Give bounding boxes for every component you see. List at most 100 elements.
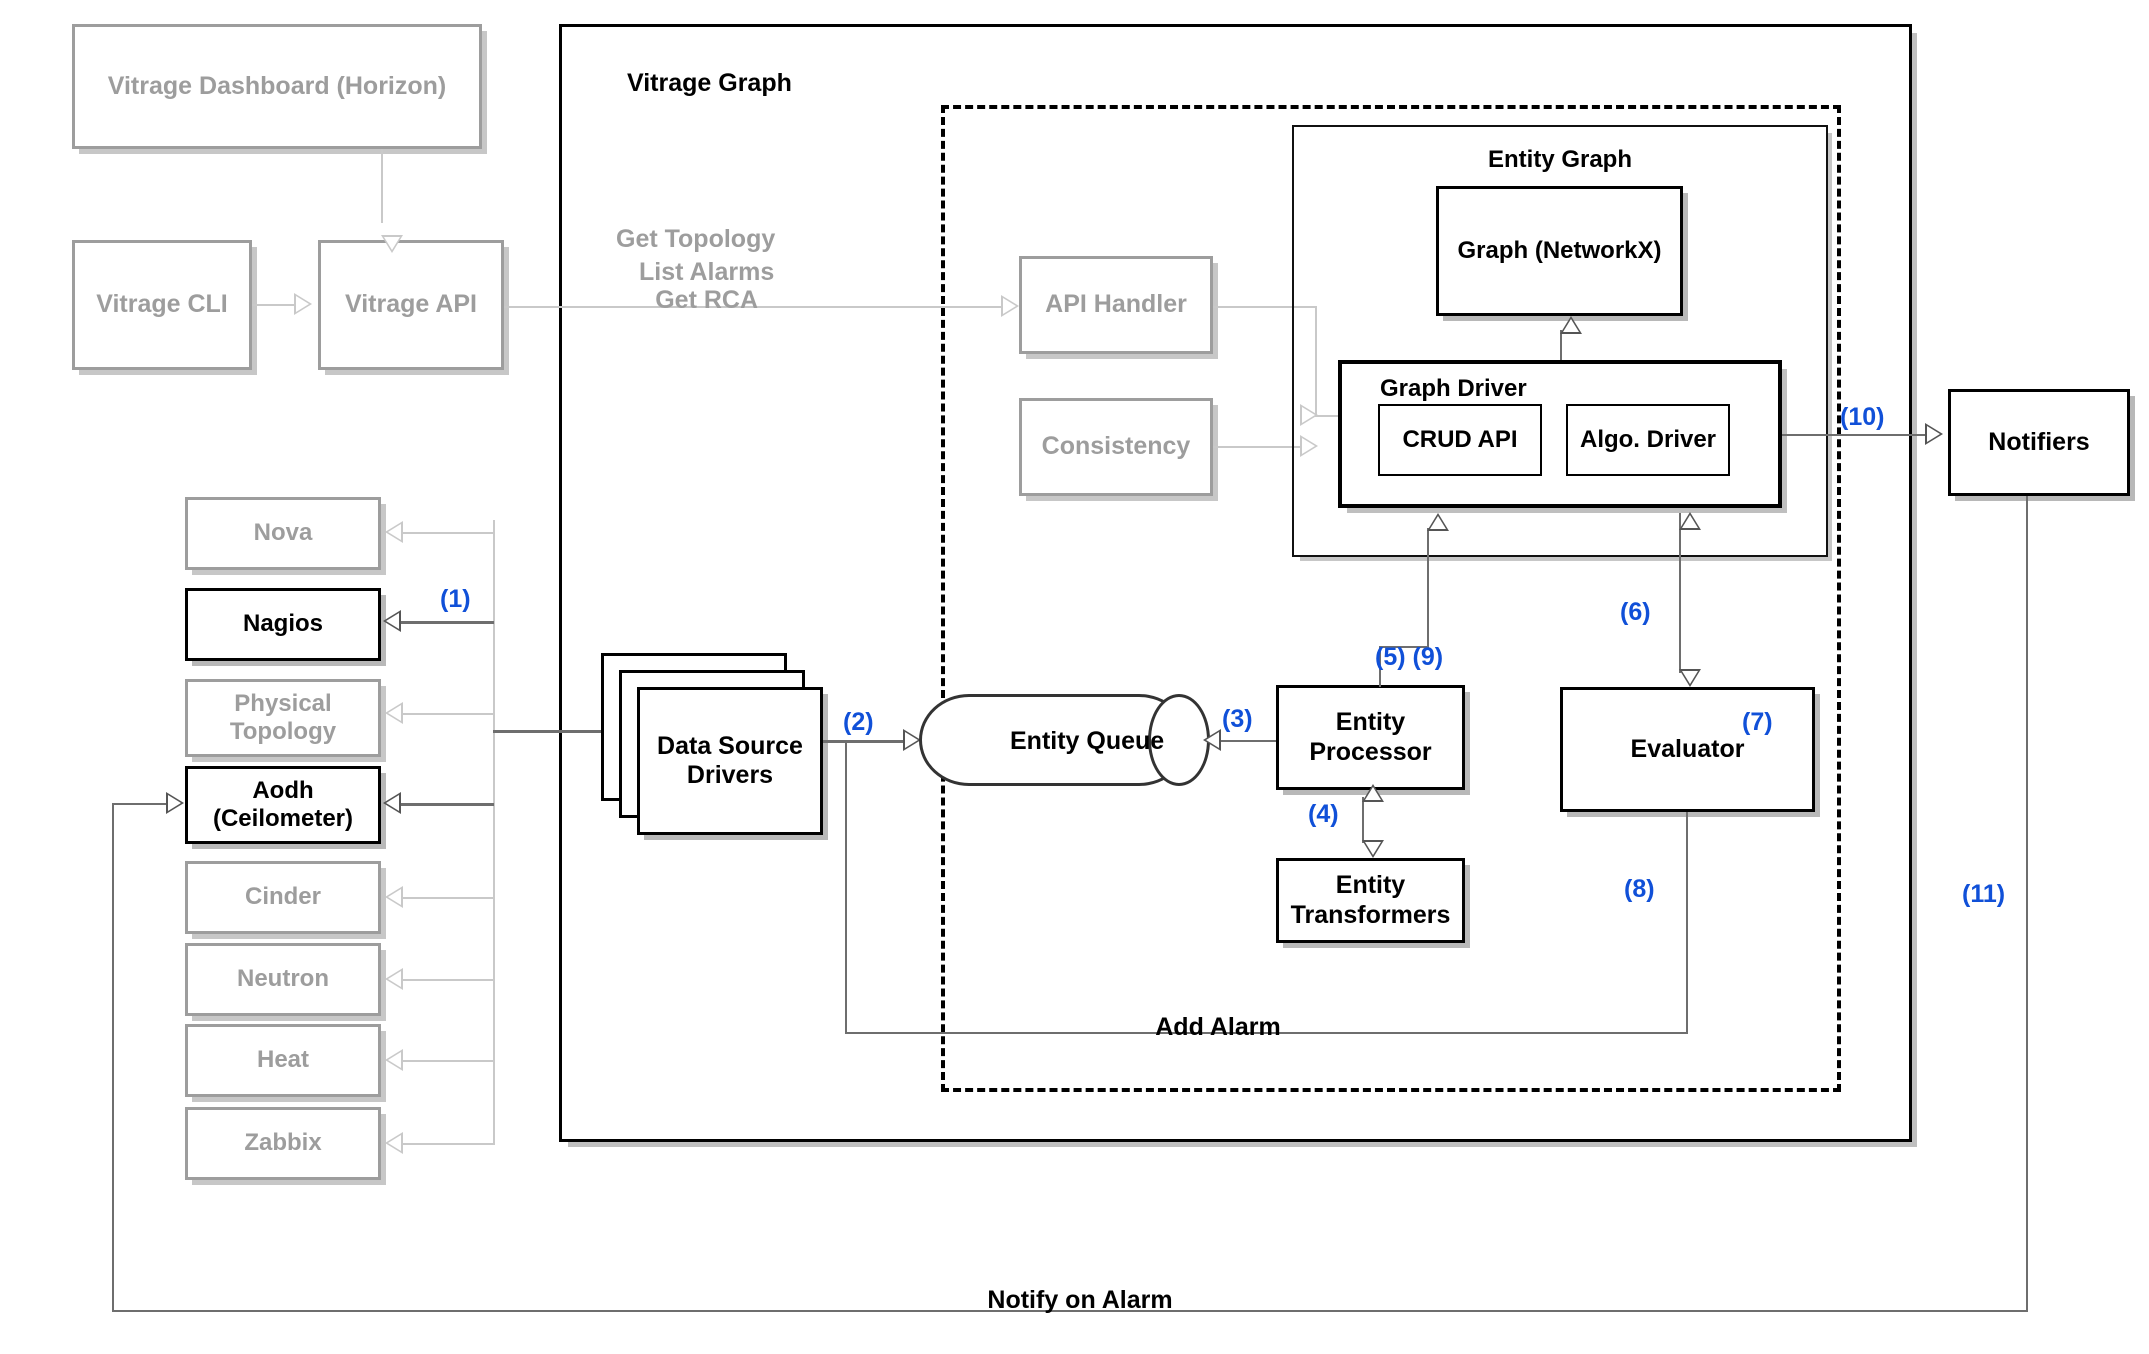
step-label-10: (10) — [1840, 403, 1885, 431]
arrowhead-transformers-down — [1362, 840, 1384, 858]
arrowhead-processor-to-gd — [1427, 513, 1449, 531]
notifiers-label: Notifiers — [1988, 427, 2090, 456]
arrowhead-transformers-up — [1362, 784, 1384, 802]
arrowhead-bus-to-aodh — [383, 792, 401, 814]
entity-queue-box[interactable] — [919, 694, 1189, 786]
evaluator-label: Evaluator — [1630, 734, 1745, 763]
data-source-drivers-label: Data Source Drivers — [657, 731, 803, 790]
step-label-2: (2) — [843, 708, 874, 736]
datasource-zabbix-label: Zabbix — [244, 1129, 322, 1157]
step-label-11: (11) — [1962, 880, 2006, 908]
datasource-nagios-box[interactable]: Nagios — [185, 588, 381, 661]
vitrage-cli-box[interactable]: Vitrage CLI — [72, 240, 252, 370]
entity-graph-title: Entity Graph — [1487, 146, 1633, 173]
arrowhead-bus-to-physical — [385, 702, 403, 724]
graph-networkx-box[interactable]: Graph (NetworkX) — [1436, 186, 1683, 316]
api-handler-label: API Handler — [1045, 290, 1187, 319]
edge-addalarm-horizontal — [845, 1032, 1688, 1034]
arrowhead-bus-to-heat — [385, 1049, 403, 1071]
edge-notify-up-left — [112, 803, 114, 1312]
algo-driver-box[interactable]: Algo. Driver — [1566, 404, 1730, 476]
arrowhead-bus-to-cinder — [385, 886, 403, 908]
edge-cli-to-api — [252, 304, 296, 306]
arrowhead-dashboard-to-api — [381, 235, 403, 253]
arrowhead-consistency-to-gd — [1300, 435, 1318, 457]
notify-on-alarm-label: Notify on Alarm — [987, 1286, 1173, 1314]
edge-drivers-to-queue — [823, 740, 908, 743]
edge-bus-to-neutron — [400, 979, 494, 981]
edge-processor-to-gd-h — [1379, 646, 1429, 648]
entity-processor-box[interactable]: Entity Processor — [1276, 685, 1465, 790]
arrowhead-bus-to-zabbix — [385, 1132, 403, 1154]
datasource-physical-topology-box[interactable]: Physical Topology — [185, 679, 381, 757]
arrowhead-bus-to-nagios — [383, 610, 401, 632]
datasource-heat-label: Heat — [256, 1046, 310, 1074]
edge-addalarm-up-to-drivers — [845, 740, 847, 1034]
entity-queue-label-overlay: Entity Queue — [1010, 727, 1165, 755]
internal-dashed-region — [941, 105, 1841, 1092]
arrowhead-api-to-apihandler — [1001, 295, 1019, 317]
datasource-cinder-box[interactable]: Cinder — [185, 861, 381, 934]
entity-graph-container — [1292, 125, 1828, 557]
add-alarm-label: Add Alarm — [1155, 1013, 1281, 1041]
datasource-neutron-box[interactable]: Neutron — [185, 943, 381, 1016]
datasource-zabbix-box[interactable]: Zabbix — [185, 1107, 381, 1180]
edge-apihandler-down — [1315, 306, 1317, 416]
vitrage-api-box[interactable]: Vitrage API — [318, 240, 504, 370]
datasource-nova-label: Nova — [253, 519, 313, 547]
datasource-cinder-label: Cinder — [244, 883, 321, 911]
datasource-aodh-box[interactable]: Aodh (Ceilometer) — [185, 766, 381, 844]
arrowhead-drivers-to-queue — [903, 729, 921, 751]
crud-api-box[interactable]: CRUD API — [1378, 404, 1542, 476]
edge-processor-transformers — [1362, 797, 1364, 843]
edge-bus-to-aodh — [400, 803, 494, 806]
edge-processor-to-gd-v1 — [1379, 646, 1381, 687]
graph-driver-container — [1338, 360, 1782, 508]
step-label-5-9: (5) (9) — [1375, 643, 1444, 671]
arrowhead-evaluator-down — [1679, 669, 1701, 687]
entity-transformers-box[interactable]: Entity Transformers — [1276, 858, 1465, 943]
edge-bus-to-physical — [400, 713, 494, 715]
datasource-bus-vertical — [493, 520, 495, 1145]
edge-gd-to-notifiers — [1782, 434, 1940, 436]
vitrage-api-label: Vitrage API — [345, 290, 477, 319]
consistency-label: Consistency — [1041, 432, 1191, 461]
arrowhead-bus-to-neutron — [385, 968, 403, 990]
step-label-7: (7) — [1742, 708, 1773, 736]
datasource-nagios-label: Nagios — [242, 610, 323, 638]
vitrage-cli-label: Vitrage CLI — [96, 290, 228, 319]
edge-api-to-apihandler — [504, 306, 1005, 308]
step-label-6: (6) — [1620, 598, 1651, 626]
api-call-label-1: Get Topology — [616, 225, 776, 253]
data-source-drivers-box[interactable]: Data Source Drivers — [637, 687, 823, 835]
datasource-heat-box[interactable]: Heat — [185, 1024, 381, 1097]
datasource-nova-box[interactable]: Nova — [185, 497, 381, 570]
evaluator-box[interactable]: Evaluator — [1560, 687, 1815, 812]
arrowhead-gd-to-networkx — [1560, 316, 1582, 334]
edge-bus-to-nagios — [400, 621, 494, 624]
arrowhead-apihandler-to-gd — [1300, 404, 1318, 426]
step-label-1: (1) — [440, 585, 471, 613]
arrowhead-gd-up-evaluator — [1679, 512, 1701, 530]
edge-notify-into-aodh — [112, 803, 170, 805]
datasource-physical-topology-label: Physical Topology — [229, 689, 337, 745]
edge-dashboard-to-api — [381, 149, 383, 217]
entity-processor-label: Entity Processor — [1309, 708, 1432, 766]
vitrage-dashboard-label: Vitrage Dashboard (Horizon) — [107, 71, 447, 100]
notifiers-box[interactable]: Notifiers — [1948, 389, 2130, 496]
datasource-neutron-label: Neutron — [237, 965, 329, 993]
edge-apihandler-to-gd — [1315, 415, 1338, 417]
vitrage-graph-title: Vitrage Graph — [627, 69, 792, 97]
consistency-box[interactable]: Consistency — [1019, 398, 1213, 496]
entity-transformers-label: Entity Transformers — [1290, 871, 1451, 929]
graph-networkx-label: Graph (NetworkX) — [1457, 236, 1662, 264]
vitrage-dashboard-box[interactable]: Vitrage Dashboard (Horizon) — [72, 24, 482, 149]
arrowhead-processor-to-queue — [1203, 729, 1221, 751]
api-handler-box[interactable]: API Handler — [1019, 256, 1213, 354]
algo-driver-label: Algo. Driver — [1579, 425, 1717, 453]
edge-notifiers-down — [2026, 496, 2028, 1312]
datasource-aodh-label: Aodh (Ceilometer) — [212, 776, 354, 832]
edge-apihandler-out — [1213, 306, 1317, 308]
edge-evaluator-down — [1686, 812, 1688, 1034]
